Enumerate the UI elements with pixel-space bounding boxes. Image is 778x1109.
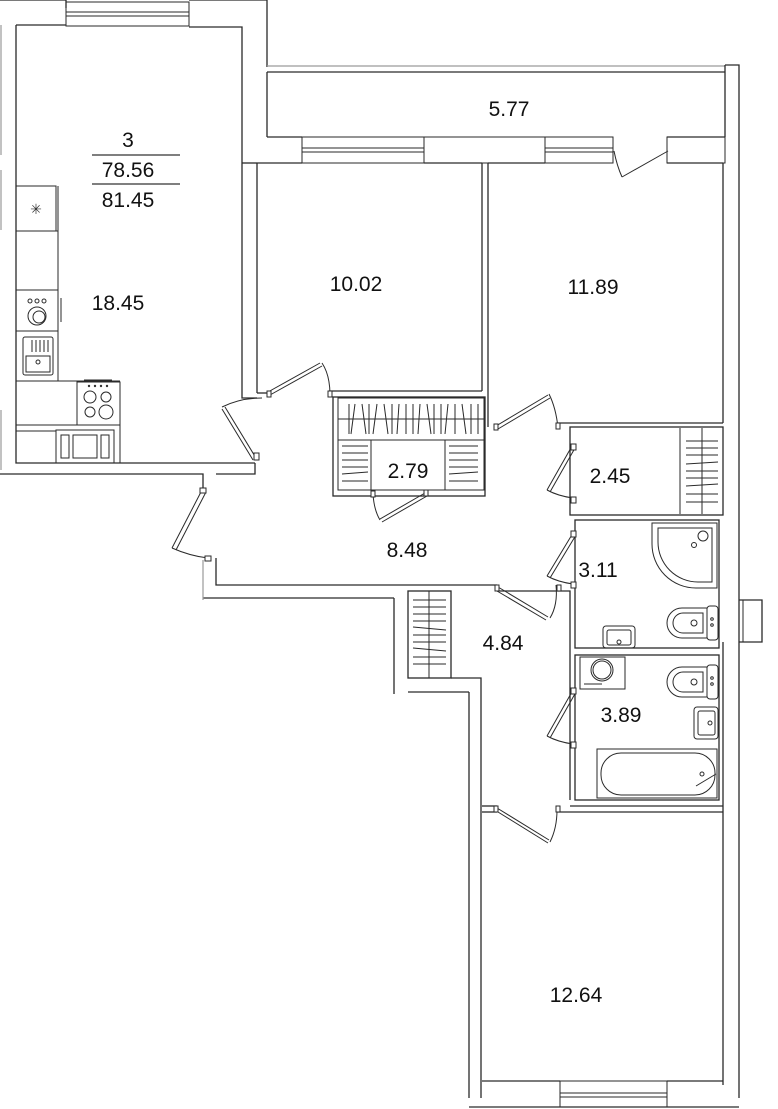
corridor-door[interactable] [494, 584, 562, 621]
balcony-door[interactable] [613, 150, 669, 178]
room-area-shower-room: 3.11 [578, 559, 617, 582]
storage-door[interactable] [546, 443, 577, 504]
wardrobe-door[interactable] [370, 489, 429, 523]
room-area-wardrobe: 2.79 [388, 460, 429, 483]
toilet-icon [666, 605, 719, 641]
balcony-walls [266, 64, 740, 1098]
room-area-corridor: 4.84 [483, 632, 524, 655]
washbasin-icon [693, 706, 719, 740]
hallway-walls [202, 558, 498, 600]
bedroom-2-walls [488, 162, 724, 424]
sink-icon [15, 330, 59, 382]
room-area-storage: 2.45 [590, 465, 631, 488]
washing-machine-icon [579, 656, 626, 690]
shower-room-door[interactable] [546, 530, 577, 589]
bedroom-3-walls [469, 805, 739, 1108]
room-area-kitchen-living: 18.45 [92, 292, 145, 315]
room-area-balcony: 5.77 [489, 98, 530, 121]
room-area-bedroom-1: 10.02 [330, 273, 383, 296]
bathroom-door[interactable] [546, 687, 577, 749]
living-area: 78.56 [102, 159, 155, 182]
corridor-walls [393, 590, 571, 1098]
entrance-door[interactable] [171, 487, 212, 562]
shelf-icon [412, 599, 447, 665]
wardrobe-rail-icon [348, 403, 479, 435]
bathroom-walls [557, 642, 724, 1085]
room-area-bedroom-2: 11.89 [568, 276, 619, 299]
oven-microwave-icon [55, 425, 121, 464]
apartment-summary: 3 78.56 81.45 [92, 129, 180, 212]
svg-text:✳: ✳ [30, 201, 42, 217]
corner-shower-icon [651, 522, 718, 589]
bedroom-3-door[interactable] [493, 805, 561, 844]
room-area-bathroom: 3.89 [601, 704, 642, 727]
stove-icon [76, 379, 121, 426]
rooms-count: 3 [122, 129, 134, 152]
bathtub-icon [596, 748, 718, 799]
bedroom-1-walls [242, 162, 489, 427]
bedroom-1-door[interactable] [266, 362, 333, 398]
shelf-icon [341, 445, 479, 482]
fridge-icon: ✳ [15, 185, 59, 232]
shelf-icon [685, 440, 719, 503]
kitchen-fixtures: ✳ [15, 185, 121, 464]
room-area-hallway: 8.48 [387, 539, 428, 562]
bedroom-2-door[interactable] [493, 393, 561, 431]
kitchen-door[interactable] [221, 397, 263, 461]
dishwasher-icon [15, 289, 62, 332]
washbasin-icon [602, 625, 636, 649]
wardrobe-walls [332, 396, 486, 497]
room-area-bedroom-3: 12.64 [550, 984, 603, 1007]
total-area: 81.45 [102, 189, 155, 212]
kitchen-living-walls [0, 0, 268, 490]
toilet-icon [666, 664, 719, 700]
